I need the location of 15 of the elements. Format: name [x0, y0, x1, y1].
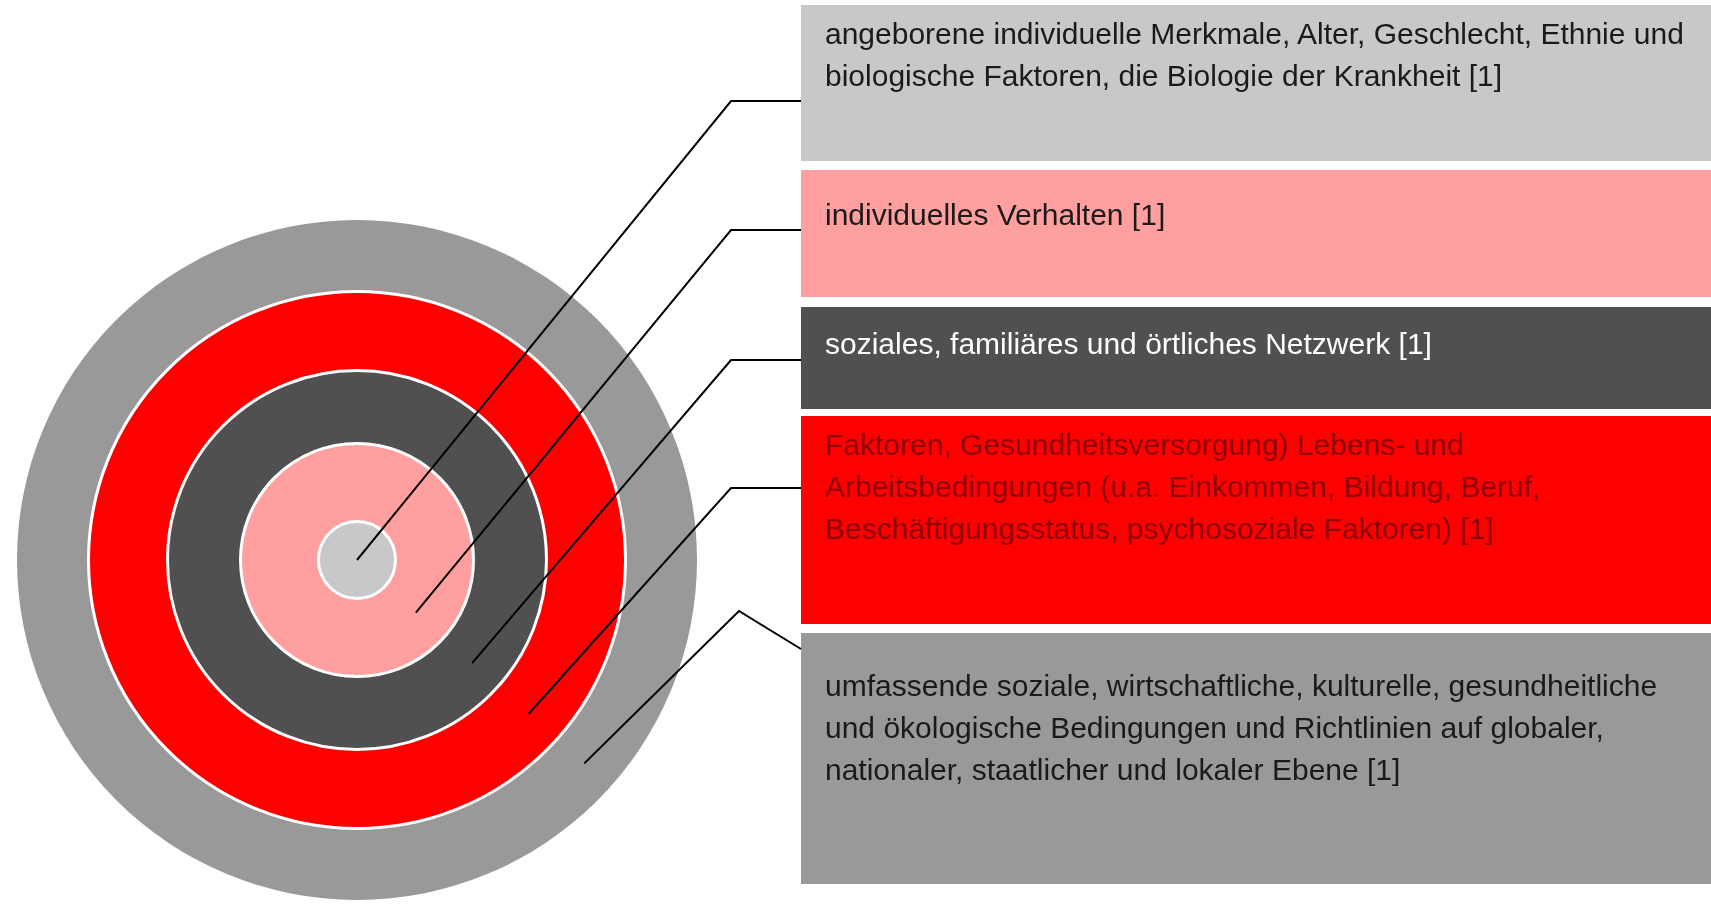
- text-box: [801, 170, 1711, 297]
- box-text: Faktoren, Gesundheitsversorgung) Lebens- und Arbeitsbedingungen (u.a. Einkommen, Bildung, Beruf, Beschäftigungsstatus, psychosoziale Faktoren) [1]: [825, 427, 1542, 547]
- leader-line: [414, 229, 802, 614]
- leader-line: [471, 359, 802, 665]
- leader-line: [356, 100, 802, 561]
- text-box: [801, 633, 1711, 884]
- text-box: [801, 5, 1711, 161]
- box-text: umfassende soziale, wirtschaftliche, kulturelle, gesundheitliche und ökologische Bedingungen und Richtlinien auf globaler, nationaler, staatlicher und lokaler Ebene [1]: [825, 668, 1659, 788]
- box-text: individuelles Verhalten [1]: [825, 197, 1167, 233]
- leader-line: [583, 609, 802, 765]
- box-text: angeborene individuelle Merkmale, Alter, Geschlecht, Ethnie und biologische Faktoren, die Biologie der Krankheit [1]: [825, 16, 1685, 94]
- text-box: [801, 416, 1711, 624]
- box-text: soziales, familiäres und örtliches Netzwerk [1]: [825, 326, 1433, 362]
- text-box: [801, 307, 1711, 409]
- leader-line: [527, 487, 802, 715]
